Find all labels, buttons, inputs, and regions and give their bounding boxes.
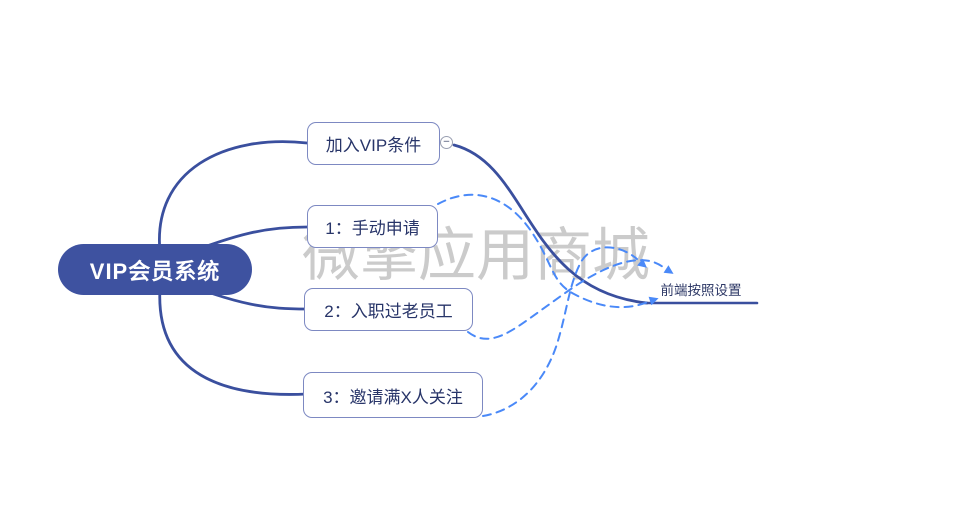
topic-label: 加入VIP条件 [325, 136, 422, 155]
topic-invite-followers[interactable]: 3：邀请满X人关注 [303, 372, 483, 418]
topic-label: 1：手动申请 [325, 219, 420, 238]
relation-line-invite [482, 246, 638, 417]
root-topic[interactable]: VIP会员系统 [58, 244, 252, 295]
topic-label: 2：入职过老员工 [324, 302, 453, 321]
topic-label: 前端按照设置 [660, 283, 742, 298]
collapse-minus-glyph: − [443, 136, 450, 148]
branch-connector-top [158, 140, 309, 254]
arrowhead-employee [663, 265, 674, 274]
arrowhead-manual [648, 296, 659, 306]
relation-line-manual [437, 193, 649, 309]
root-topic-label: VIP会员系统 [89, 258, 221, 284]
topic-old-employee[interactable]: 2：入职过老员工 [304, 288, 473, 331]
branch-connector-invite [158, 286, 309, 396]
relation-line-employee [467, 259, 664, 340]
topic-join-vip-condition[interactable]: 加入VIP条件 [307, 122, 440, 165]
topic-frontend-settings[interactable]: 前端按照设置 [645, 279, 757, 299]
detail-connector [452, 143, 649, 305]
collapse-minus-icon[interactable]: − [440, 136, 453, 149]
topic-manual-apply[interactable]: 1：手动申请 [307, 205, 438, 248]
arrowhead-invite [637, 258, 647, 268]
topic-label: 3：邀请满X人关注 [323, 387, 463, 407]
